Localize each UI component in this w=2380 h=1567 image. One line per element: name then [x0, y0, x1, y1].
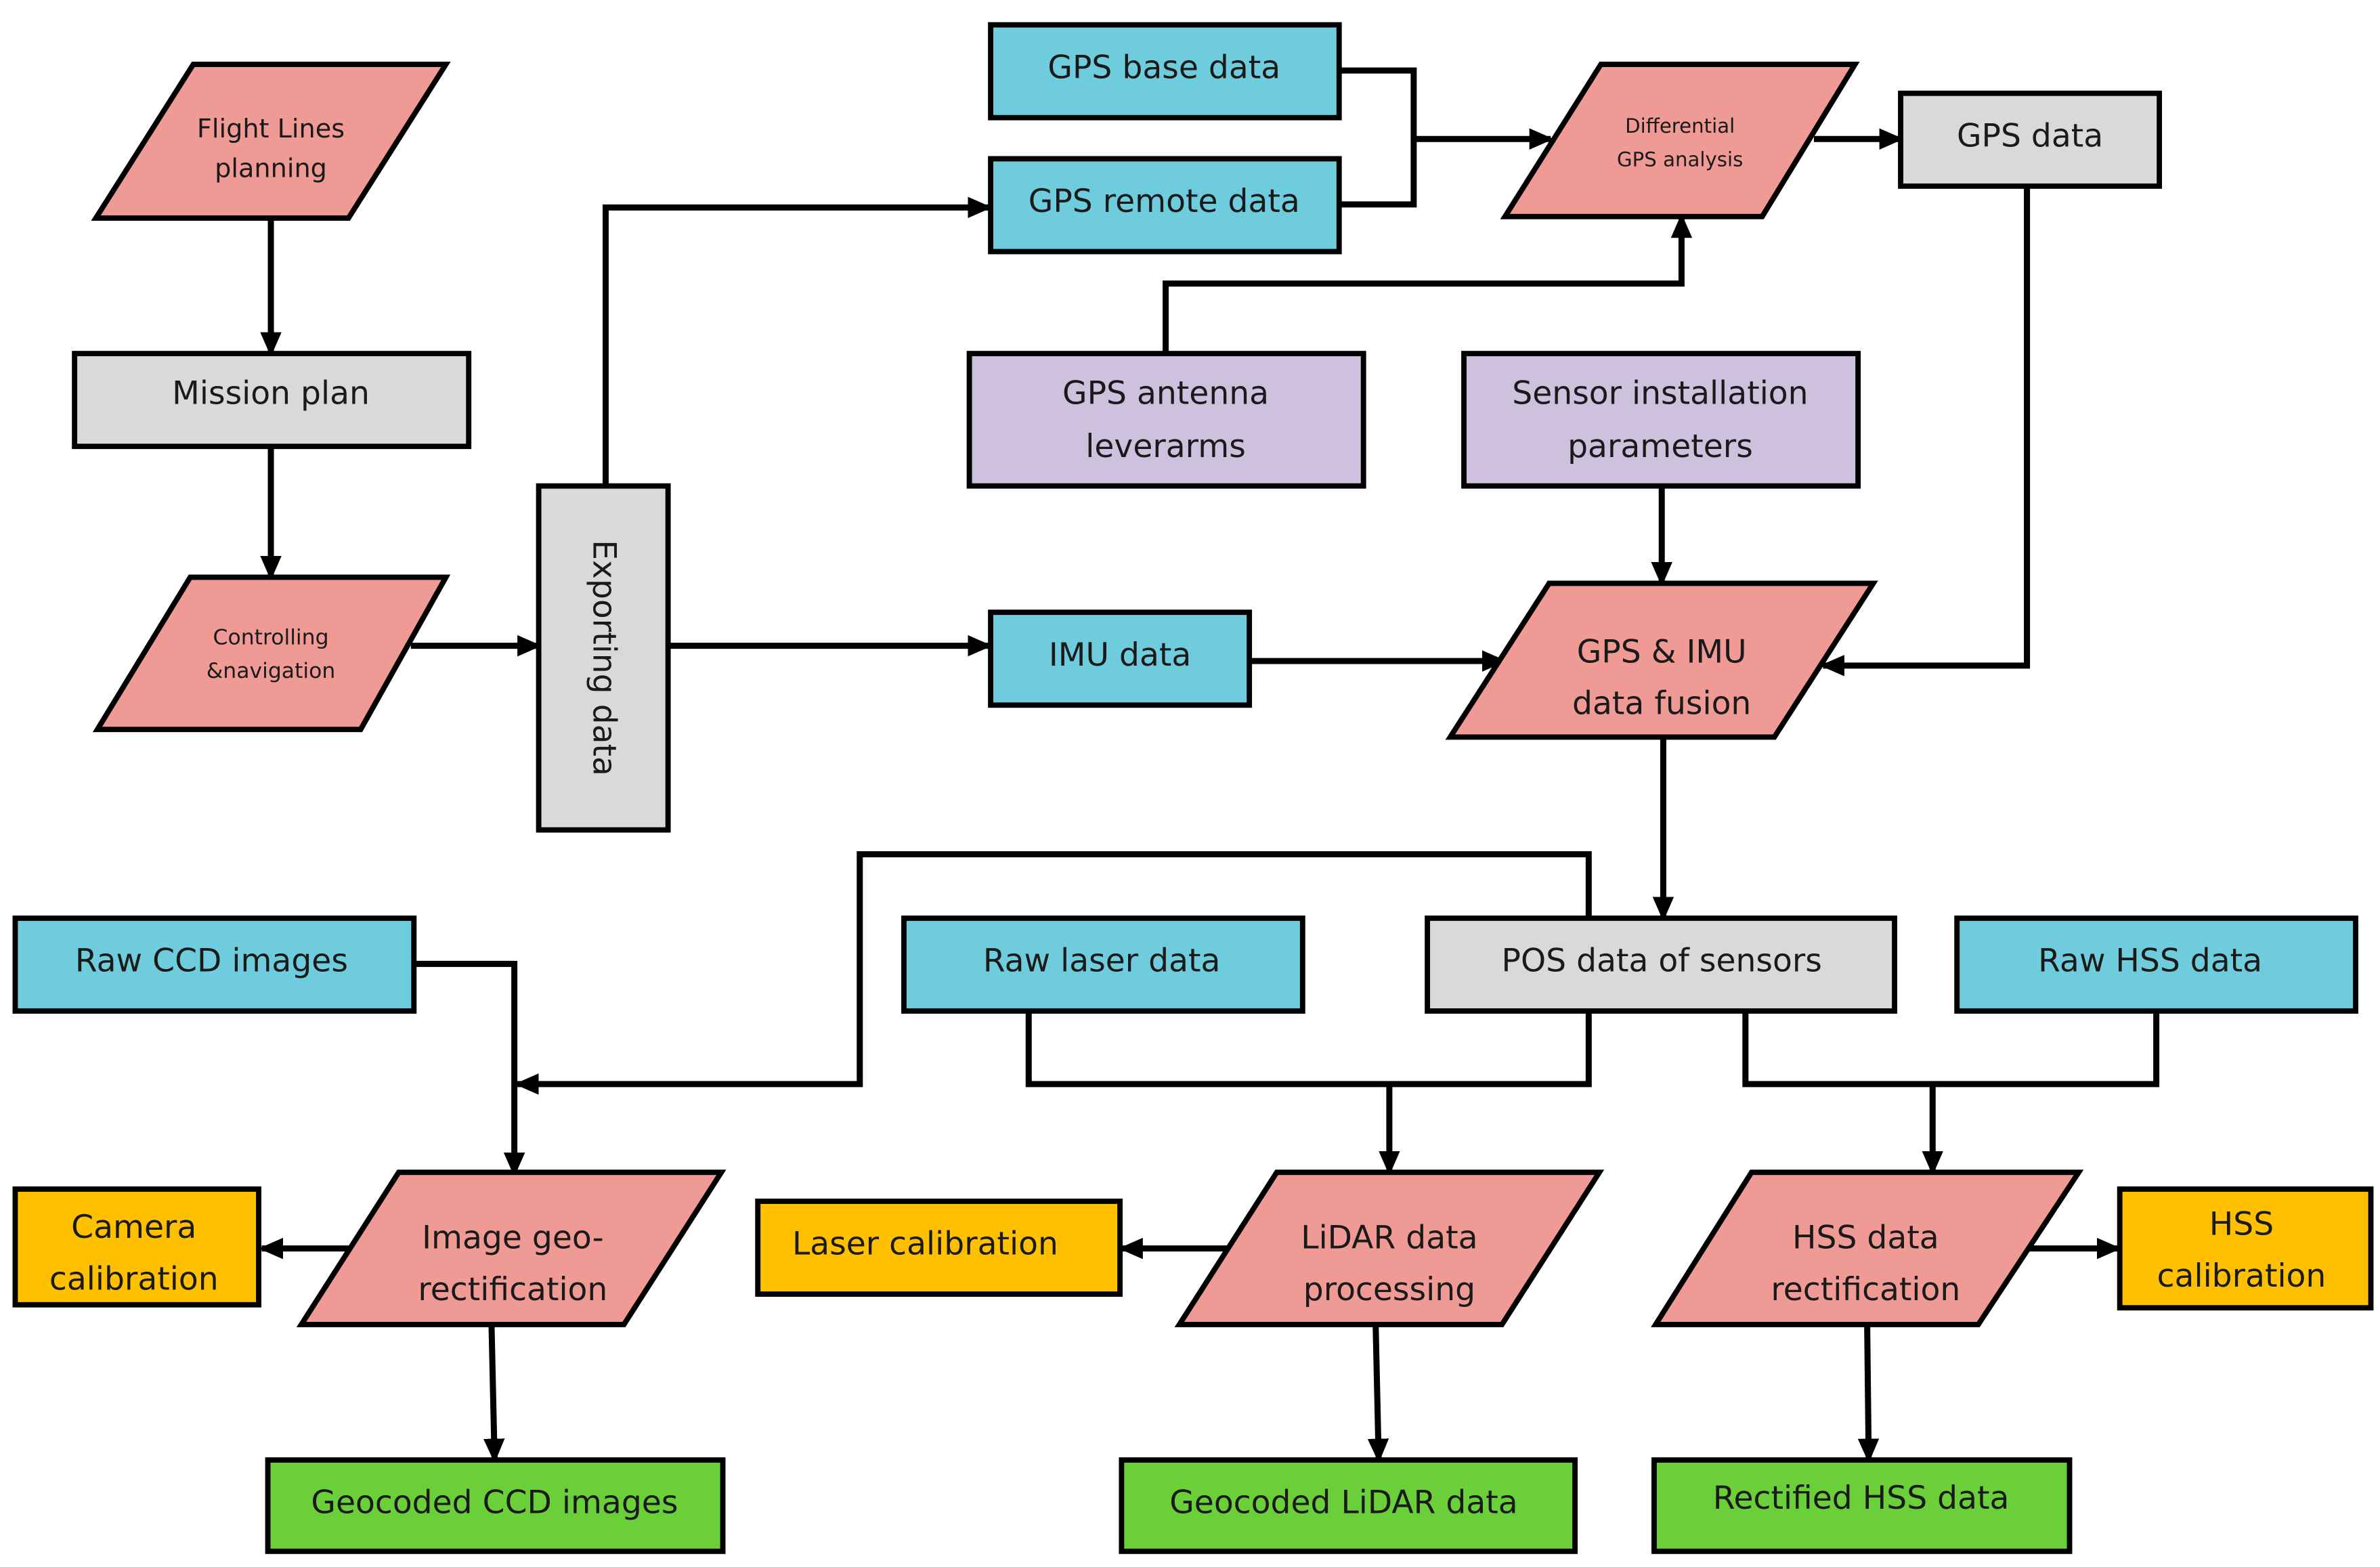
node-geocoded-ccd-images: Geocoded CCD images [265, 1457, 726, 1554]
rectangle-shape [755, 1198, 1123, 1297]
rectangle-shape [988, 22, 1342, 121]
node-label: IMU data [1049, 637, 1191, 674]
node-label: GPS base data [1047, 49, 1280, 86]
node-gps-data: GPS data [1898, 90, 2163, 189]
node-label: Mission plan [172, 374, 370, 412]
node-label: Raw CCD images [75, 943, 348, 980]
node-label: Rectified HSS data [1713, 1480, 2010, 1517]
edge-exporting-to-gpsremote [602, 196, 993, 486]
node-label: Geocoded LiDAR data [1169, 1484, 1517, 1522]
rectangle-shape [988, 156, 1342, 255]
rectangle-shape [2117, 1186, 2374, 1311]
rectangle-shape [901, 915, 1305, 1014]
node-label: POS data of sensors [1502, 943, 1822, 980]
node-label: Raw laser data [983, 943, 1221, 980]
edge-antenna-to-differential [1163, 213, 1693, 354]
node-pos-data-of-sensors: POS data of sensors [1425, 915, 1897, 1014]
edge-gpsbase-to-junction [1339, 67, 1417, 208]
node-rectified-hss-data: Rectified HSS data [1651, 1457, 2073, 1554]
rectangle-shape [988, 609, 1253, 708]
node-label: Image geo-rectification [418, 1220, 607, 1308]
parallelogram-shape [92, 574, 451, 733]
rectangle-shape [12, 1186, 261, 1308]
edge-rawlaser-pos-to-lidar [1025, 1010, 1592, 1088]
rectangle-shape [1119, 1457, 1578, 1554]
edge-hss-to-rectifiedhss [1857, 1324, 1880, 1463]
parallelogram-shape [1500, 62, 1860, 219]
rectangle-shape [1954, 915, 2358, 1014]
node-raw-ccd-images: Raw CCD images [12, 915, 417, 1014]
node-mission-plan: Mission plan [72, 351, 472, 450]
rectangle-shape [72, 351, 472, 450]
rectangle-shape [265, 1457, 726, 1554]
edge-imagegeo-to-geocodedccd [483, 1324, 505, 1463]
rectangle-shape [12, 915, 417, 1014]
rectangle-shape [536, 483, 671, 833]
node-label: GPS remote data [1029, 183, 1300, 220]
edge-rawccd-to-imagegeo [414, 960, 525, 1177]
node-label: Exporting data [586, 540, 623, 776]
parallelogram-shape [1174, 1169, 1605, 1327]
connectors [259, 67, 2160, 1463]
node-label: Geocoded CCD images [311, 1484, 678, 1522]
edge-lidar-to-geocodedlidar [1367, 1324, 1389, 1463]
node-gps-base-data: GPS base data [988, 22, 1342, 121]
edge-pos-rawhss-to-hss [1742, 1010, 2160, 1088]
rectangle-shape [1651, 1457, 2073, 1554]
edge-pos-to-imagegeo [514, 851, 1592, 1095]
parallelogram-shape [91, 62, 451, 221]
node-label: GPS data [1957, 117, 2103, 154]
node-label: Raw HSS data [2038, 943, 2262, 980]
edge-gpsdata-to-fusion [1819, 186, 2031, 677]
rectangle-shape [1461, 351, 1861, 489]
node-image-geo-rectification: Image geo-rectification [296, 1169, 727, 1327]
node-label: Laser calibration [792, 1226, 1058, 1263]
node-label: Controlling&navigation [207, 625, 336, 683]
parallelogram-shape [1445, 580, 1878, 740]
node-gps-remote-data: GPS remote data [988, 156, 1342, 255]
parallelogram-shape [1651, 1169, 2084, 1327]
rectangle-shape [1898, 90, 2163, 189]
rectangle-shape [966, 351, 1366, 489]
node-raw-hss-data: Raw HSS data [1954, 915, 2358, 1014]
node-laser-calibration: Laser calibration [755, 1198, 1123, 1297]
node-imu-data: IMU data [988, 609, 1253, 708]
node-geocoded-lidar-data: Geocoded LiDAR data [1119, 1457, 1578, 1554]
node-exporting-data: Exporting data [536, 483, 671, 833]
node-controlling-navigation: Controlling&navigation [92, 574, 451, 733]
node-raw-laser-data: Raw laser data [901, 915, 1305, 1014]
rectangle-shape [1425, 915, 1897, 1014]
parallelogram-shape [296, 1169, 727, 1327]
